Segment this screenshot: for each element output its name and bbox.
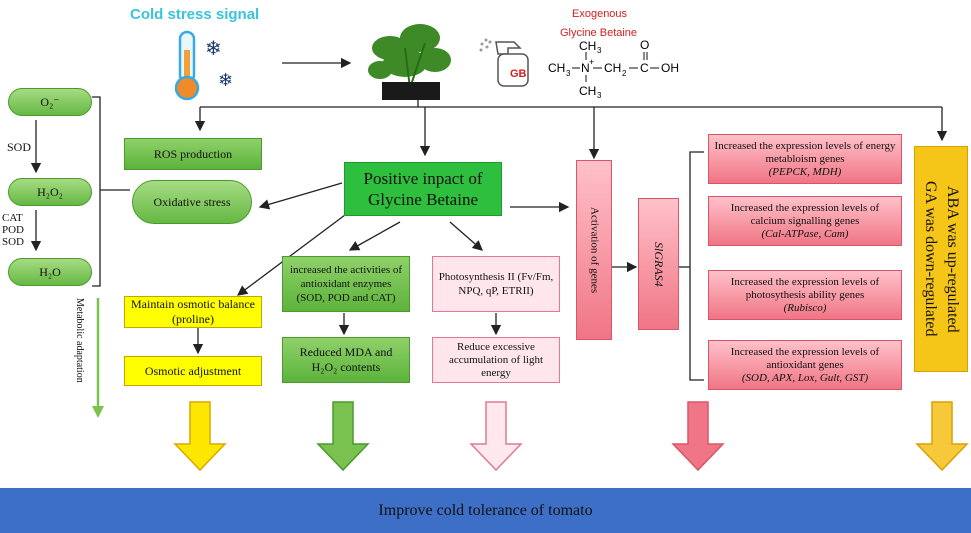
snowflake-icon: ❄: [205, 38, 222, 60]
aba-label: ABA was up-regulated: [944, 185, 961, 333]
maintain-osmotic-box: Maintain osmotic balance (proline): [124, 296, 262, 328]
positive-impact-box: Positive inpact of Glycine Betaine: [344, 162, 502, 216]
exogenous-label: Exogenous: [572, 8, 628, 20]
svg-text:CH: CH: [548, 61, 565, 75]
snowflake-icon: ❄: [218, 70, 234, 90]
svg-text:CH: CH: [604, 61, 621, 75]
glycine-betaine-label: Glycine Betaine: [560, 27, 638, 39]
svg-text:3: 3: [566, 69, 571, 78]
cold-stress-signal-label: Cold stress signal: [130, 6, 260, 23]
water-node: H₂O: [8, 258, 92, 286]
svg-text:CH: CH: [579, 84, 596, 98]
photosynthesis-box: Photosynthesis II (Fv/Fm, NPQ, qP, ETRII…: [432, 256, 560, 312]
pod-label: POD: [2, 224, 25, 236]
svg-text:N: N: [581, 61, 590, 75]
calcium-genes-box: Increased the expression levels of calci…: [708, 196, 902, 246]
superoxide-node: O₂⁻: [8, 88, 92, 116]
hydrogen-peroxide-node: H₂O₂: [8, 178, 92, 206]
reduce-light-energy-box: Reduce excessive accumulation of light e…: [432, 337, 560, 383]
svg-text:OH: OH: [661, 61, 679, 75]
ros-production-box: ROS production: [124, 138, 262, 170]
cat-label: CAT: [2, 212, 23, 224]
metabolic-adaptation-label: Metabolic adaptation: [74, 298, 85, 383]
hormones-box: ABA was up-regulated GA was down-regulat…: [914, 146, 968, 372]
osmotic-adjustment-box: Osmotic adjustment: [124, 356, 262, 386]
spray-bottle-icon: [479, 38, 529, 87]
slgras4-box: SlGRAS4: [638, 198, 679, 330]
ga-label: GA was down-regulated: [922, 181, 939, 337]
energy-genes-box: Increased the expression levels of energ…: [708, 134, 902, 184]
photosynthesis-genes-box: Increased the expression levels of photo…: [708, 270, 902, 320]
svg-text:O: O: [640, 38, 649, 52]
svg-text:+: +: [589, 57, 594, 67]
svg-text:3: 3: [597, 46, 602, 55]
thermometer-icon: [174, 30, 200, 101]
antioxidant-enzymes-box: increased the activities of antioxidant …: [282, 256, 410, 312]
svg-text:3: 3: [597, 91, 602, 100]
reduced-mda-box: Reduced MDA and H₂O₂ contents: [282, 337, 410, 383]
svg-text:CH: CH: [579, 39, 596, 53]
svg-text:2: 2: [622, 69, 627, 78]
tomato-plant-icon: [368, 24, 451, 100]
sod-label: SOD: [7, 140, 32, 154]
sod-label-2: SOD: [2, 236, 25, 248]
footer-banner: Improve cold tolerance of tomato: [0, 488, 971, 533]
oxidative-stress-node: Oxidative stress: [132, 180, 252, 224]
activation-of-genes-box: Activation of genes: [576, 160, 612, 340]
gb-label: GB: [510, 68, 527, 80]
antioxidant-genes-box: Increased the expression levels of antio…: [708, 340, 902, 390]
footer-title: Improve cold tolerance of tomato: [378, 501, 593, 519]
svg-text:C: C: [640, 61, 649, 75]
